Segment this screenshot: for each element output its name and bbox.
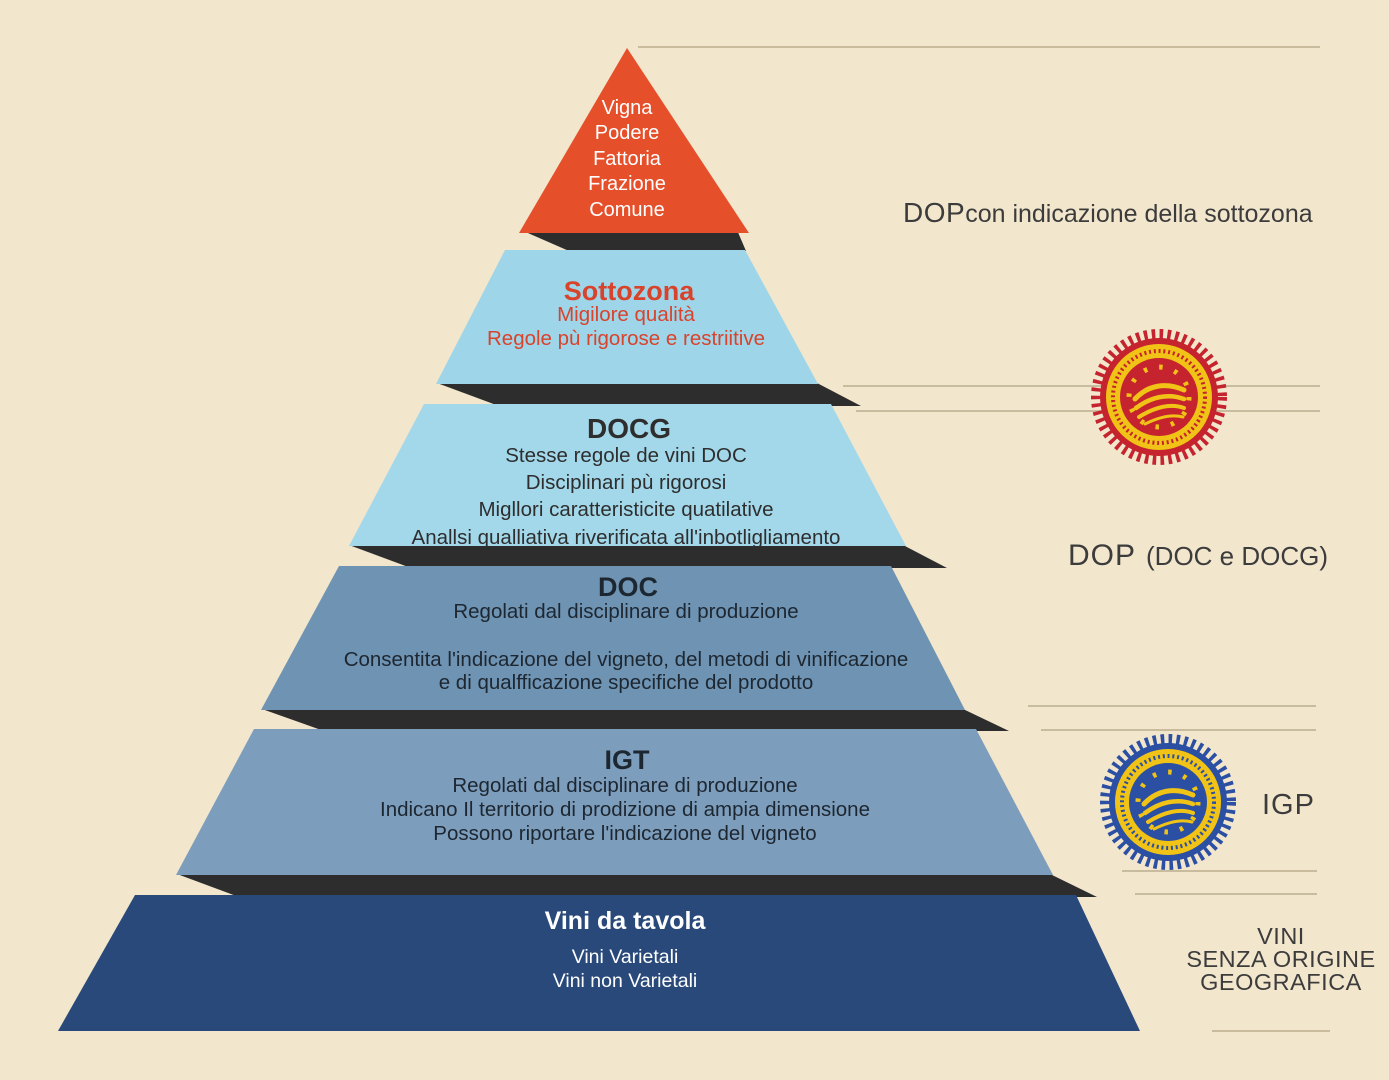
shadow-under-sottozona <box>437 383 861 406</box>
pyramid-levels <box>58 48 1140 1031</box>
igp-seal-ring-text <box>1120 754 1216 850</box>
igp-seal-stars <box>1135 769 1201 835</box>
dop-text: (DOC e DOCG) <box>1146 541 1329 571</box>
level-sottozona <box>436 250 818 384</box>
igp-seal-furrows <box>1141 788 1196 831</box>
dop-sottozona-annotation: DOPcon indicazione della sottozona <box>903 197 1313 229</box>
level-igt <box>176 729 1053 875</box>
shadow-under-igt <box>177 874 1097 897</box>
shadow-under-docg <box>349 545 947 568</box>
dop-seal-furrows <box>1132 383 1187 426</box>
igp-annotation: IGP <box>1262 789 1315 821</box>
level-doc <box>261 566 965 710</box>
igp-seal-icon <box>1100 734 1236 870</box>
shadow-under-doc <box>262 709 1009 731</box>
dop-sottozona-prefix: DOP <box>903 197 966 228</box>
dop-sottozona-text: con indicazione della sottozona <box>965 200 1313 228</box>
level-vini-da-tavola <box>58 895 1140 1031</box>
dop-prefix: DOP <box>1068 539 1137 572</box>
dop-annotation: DOP (DOC e DOCG) <box>1068 539 1328 573</box>
dop-seal-icon <box>1091 329 1227 465</box>
level-docg <box>349 404 906 546</box>
igp-seal-serration <box>1100 734 1236 870</box>
dop-seal-ring-text <box>1111 349 1207 445</box>
shadow-under-comune <box>521 230 746 251</box>
dop-seal-serration <box>1091 329 1227 465</box>
level-vigna-comune <box>519 48 749 233</box>
dop-seal-stars <box>1126 364 1192 430</box>
divider-lines <box>638 46 1330 1032</box>
pyramid-shadows <box>177 230 1097 897</box>
